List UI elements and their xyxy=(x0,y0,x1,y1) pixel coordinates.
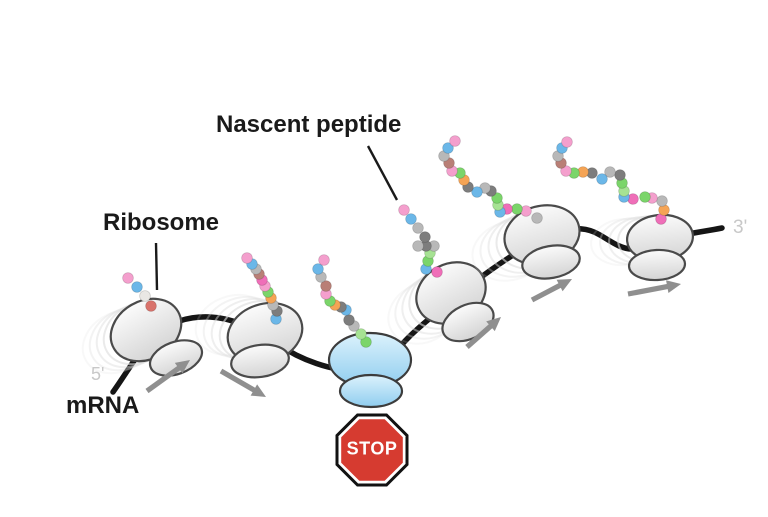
amino-acid-bead xyxy=(596,173,608,185)
amino-acid-bead xyxy=(360,336,372,348)
amino-acid-bead xyxy=(145,300,157,312)
arrow-head xyxy=(556,279,572,292)
amino-acid-bead xyxy=(471,186,483,198)
amino-acid-bead xyxy=(614,169,626,181)
ribosome-pointer-line xyxy=(154,242,159,291)
three-prime-label: 3' xyxy=(733,217,748,238)
ribosome-1-small-subunit xyxy=(148,339,204,377)
arrow-head xyxy=(666,280,681,293)
amino-acid-bead xyxy=(511,203,523,215)
arrow-shaft xyxy=(530,281,565,303)
movement-arrow-4 xyxy=(530,279,572,303)
movement-arrow-2 xyxy=(219,368,266,397)
amino-acid-bead xyxy=(604,166,616,178)
arrow-shaft xyxy=(145,363,184,394)
nascent-peptide-chain-1 xyxy=(122,272,157,312)
amino-acid-bead xyxy=(139,290,151,302)
ribosome-5-small-subunit xyxy=(521,244,581,280)
ribosome-2-small-subunit xyxy=(230,343,290,379)
amino-acid-bead xyxy=(320,280,332,292)
amino-acid-bead xyxy=(122,272,134,284)
ribosome-5-translating xyxy=(471,204,581,282)
amino-acid-bead xyxy=(412,240,424,252)
amino-acid-bead xyxy=(442,142,454,154)
amino-acid-bead xyxy=(398,204,410,216)
amino-acid-bead xyxy=(405,213,417,225)
arrow-head xyxy=(250,384,266,397)
nascent-peptide-chain-6 xyxy=(552,136,670,225)
ribosome-3-small-subunit xyxy=(338,373,404,409)
nascent-peptide-chain-5 xyxy=(438,135,543,224)
amino-acid-bead xyxy=(431,266,443,278)
amino-acid-bead xyxy=(419,231,431,243)
amino-acid-bead xyxy=(560,165,572,177)
amino-acid-bead xyxy=(412,222,424,234)
amino-acid-bead xyxy=(241,252,253,264)
arrow-head xyxy=(486,317,501,332)
amino-acid-bead xyxy=(656,195,668,207)
ribosome-6-translating xyxy=(590,213,695,282)
stop-sign-face xyxy=(341,419,403,481)
ribosome-1-translating xyxy=(81,297,204,377)
amino-acid-bead xyxy=(531,212,543,224)
amino-acid-bead xyxy=(355,328,367,340)
amino-acid-bead xyxy=(449,135,461,147)
nascent-peptide-chain-2 xyxy=(241,252,283,325)
amino-acid-bead xyxy=(491,192,503,204)
stop-sign xyxy=(335,413,409,487)
arrow-shaft xyxy=(627,283,672,297)
nascent-peptide-label: Nascent peptide xyxy=(216,111,402,138)
movement-arrow-5 xyxy=(627,280,681,297)
ribosome-6-small-subunit xyxy=(627,248,687,282)
nascent-peptide-chain-4 xyxy=(398,204,443,278)
amino-acid-bead xyxy=(343,314,355,326)
amino-acid-bead xyxy=(639,191,651,203)
movement-arrow-1 xyxy=(145,360,190,394)
amino-acid-bead xyxy=(561,136,573,148)
ribosome-2-translating xyxy=(194,294,304,379)
nascent-peptide-chain-3 xyxy=(312,254,372,348)
amino-acid-bead xyxy=(312,263,324,275)
arrow-shaft xyxy=(219,368,259,395)
ribosome-label: Ribosome xyxy=(103,209,220,236)
five-prime-label: 5' xyxy=(91,364,105,384)
ribosome-3-stalled xyxy=(327,331,413,409)
amino-acid-bead xyxy=(131,281,143,293)
stop-sign-label: STOP xyxy=(346,438,398,459)
mrna-label: mRNA xyxy=(66,392,140,419)
movement-arrow-3 xyxy=(465,317,501,349)
nascent-peptide-pointer-line xyxy=(366,145,399,201)
arrow-shaft xyxy=(465,321,496,349)
amino-acid-bead xyxy=(318,254,330,266)
arrow-head xyxy=(174,360,190,374)
